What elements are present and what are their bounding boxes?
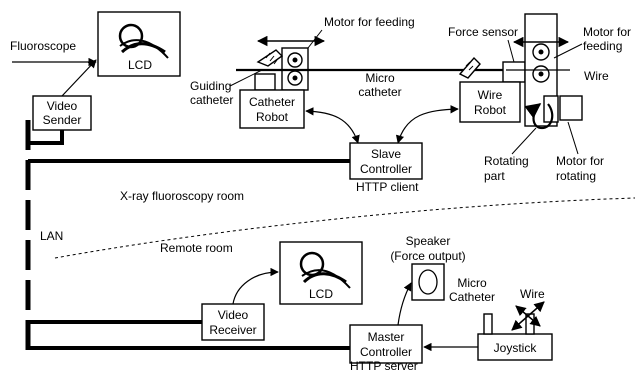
speaker-line-1: Speaker xyxy=(406,234,451,248)
lcd-top: LCD xyxy=(97,11,181,77)
video-sender: Video Sender xyxy=(32,95,92,131)
motor-rotating-line-2: rotating xyxy=(556,169,596,183)
rotating-part-line-2: part xyxy=(484,169,505,183)
vr-lcd-arrow xyxy=(232,267,279,305)
micro-catheter-line-1: Micro xyxy=(365,71,395,85)
wire-robot: Wire Robot xyxy=(459,81,521,123)
motor-feeding-left-leader xyxy=(307,29,323,49)
master-controller-line-1: Master xyxy=(368,330,405,344)
wire-joystick-label: Wire xyxy=(520,287,545,301)
lcd-top-label: LCD xyxy=(128,58,152,72)
guiding-catheter-line-2: catheter xyxy=(190,93,233,107)
wire-label: Wire xyxy=(584,69,609,83)
guiding-catheter-leader xyxy=(229,69,263,87)
slave-controller: Slave Controller xyxy=(349,142,423,180)
slave-wire-robot-arrow xyxy=(395,105,459,144)
motor-feeding-right-line-2: feeding xyxy=(583,39,622,53)
vs-lcd-arrow xyxy=(61,59,97,97)
lcd-bottom-label: LCD xyxy=(309,287,333,301)
video-sender-line-2: Sender xyxy=(43,113,82,127)
motor-feeding-left-label: Motor for feeding xyxy=(324,15,415,29)
master-speaker-arrow xyxy=(397,282,412,326)
motor-feeding-right-line-1: Motor for xyxy=(583,25,631,39)
wire-robot-line-2: Robot xyxy=(474,103,507,117)
lcd-bottom: LCD xyxy=(279,241,363,305)
motor-rotating-leader xyxy=(567,121,579,155)
motor-feeding-right-leader xyxy=(553,43,583,59)
vs-lan-connection xyxy=(28,130,64,145)
catheter-robot-line-2: Robot xyxy=(256,110,289,124)
speaker-icon xyxy=(411,263,445,301)
master-controller-line-2: Controller xyxy=(360,345,412,359)
force-sensor-leader xyxy=(507,39,515,63)
http-server-label: HTTP server xyxy=(350,359,418,372)
http-client-label: HTTP client xyxy=(356,180,419,194)
video-receiver-line-1: Video xyxy=(218,308,249,322)
joystick-label: Joystick xyxy=(494,341,538,355)
force-sensor-label: Force sensor xyxy=(448,25,518,39)
vessel-icon xyxy=(118,23,169,59)
video-sender-line-1: Video xyxy=(47,99,78,113)
remote-room-label: Remote room xyxy=(160,241,233,255)
fluoroscope-label: Fluoroscope xyxy=(10,39,76,53)
speaker-line-2: (Force output) xyxy=(390,249,465,263)
lan-label: LAN xyxy=(40,229,63,243)
rotating-part-line-1: Rotating xyxy=(484,154,529,168)
master-controller: Master Controller xyxy=(349,324,423,364)
micro-catheter-line-2: catheter xyxy=(358,85,401,99)
motor-rotating-line-1: Motor for xyxy=(556,154,604,168)
joystick: Joystick xyxy=(477,313,553,361)
micro-catheter-joystick-line-1: Micro xyxy=(457,276,487,290)
vessel-icon xyxy=(299,251,351,289)
guiding-catheter-line-1: Guiding xyxy=(190,79,231,93)
xray-room-label: X-ray fluoroscopy room xyxy=(120,189,244,203)
video-receiver: Video Receiver xyxy=(201,303,265,341)
slave-controller-line-2: Controller xyxy=(360,162,412,176)
slave-controller-line-1: Slave xyxy=(371,147,401,161)
catheter-robot: Catheter Robot xyxy=(239,89,305,129)
slave-catheter-robot-arrow xyxy=(305,107,360,144)
room-divider xyxy=(54,197,636,259)
video-receiver-line-2: Receiver xyxy=(209,323,256,337)
rotating-part-leader xyxy=(511,127,537,155)
catheter-robot-line-1: Catheter xyxy=(249,95,295,109)
micro-catheter-joystick-line-2: Catheter xyxy=(449,290,495,304)
wire-robot-line-1: Wire xyxy=(478,88,503,102)
rotation-arrow xyxy=(524,103,554,130)
wire-joystick-arrow-2 xyxy=(515,305,541,327)
